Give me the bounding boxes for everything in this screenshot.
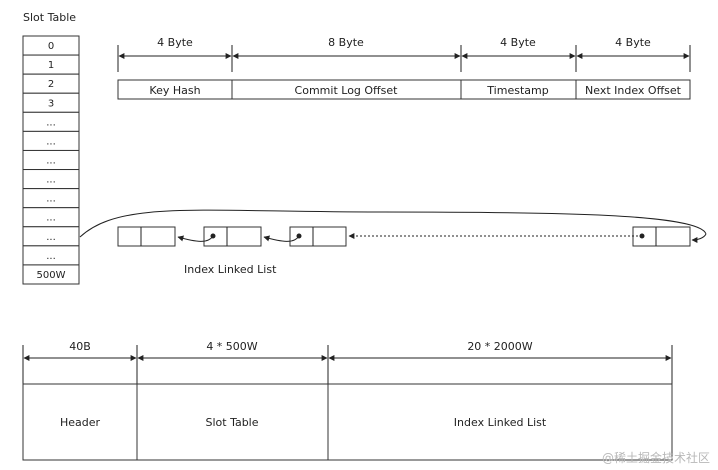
slot-table-cell — [22, 264, 80, 285]
slot-table-cell-label: 1 — [48, 60, 54, 71]
slot-table-cell-label: ... — [46, 232, 56, 243]
slot-table: 0 1 2 3........................ 500W — [22, 35, 80, 285]
slot-table-cell-label: ... — [46, 251, 56, 262]
pointer-arrow — [263, 235, 300, 242]
header-section — [22, 383, 138, 461]
watermark: @稀土掘金技术社区 — [602, 450, 710, 465]
slot-table-cell-label: ... — [46, 117, 56, 128]
linked-list-label: Index Linked List — [184, 263, 277, 276]
index-linked-list-size: 20 * 2000W — [467, 340, 532, 353]
slot-table-section-label: Slot Table — [205, 416, 258, 429]
slot-table-title: Slot Table — [23, 11, 76, 24]
index-linked-list-section — [327, 383, 673, 461]
timestamp-size: 4 Byte — [500, 36, 536, 49]
curve-arrow — [691, 233, 707, 243]
slot-table-cell-label: ... — [46, 156, 56, 167]
slot-table-cell-label: 0 — [48, 41, 54, 52]
slot-table-cell-label: 2 — [48, 79, 54, 90]
list-node — [289, 226, 347, 247]
index-linked-list-section-label: Index Linked List — [454, 416, 547, 429]
slot-table-cell-label: ... — [46, 194, 56, 205]
slot-table-cell-label: ... — [46, 213, 56, 224]
next-index-offset-label: Next Index Offset — [585, 84, 682, 97]
index-entry-dimensions: 4 Byte 8 Byte 4 Byte 4 Byte — [117, 36, 691, 72]
slot-table-section — [136, 383, 329, 461]
slot-table-cell-label: 3 — [48, 98, 54, 109]
slot-table-cell-label: ... — [46, 175, 56, 186]
slot-table-cell-label: 500W — [37, 270, 66, 281]
slot-table-size: 4 * 500W — [206, 340, 257, 353]
file-layout-sections: Header Slot Table Index Linked List — [22, 383, 673, 461]
list-node — [117, 226, 176, 247]
list-node — [203, 226, 262, 247]
next-index-offset-size: 4 Byte — [615, 36, 651, 49]
key-hash-size: 4 Byte — [157, 36, 193, 49]
pointer-arrow — [177, 235, 214, 242]
slot-to-list-curve — [79, 209, 707, 238]
index-entry-fields: Key Hash Commit Log Offset Timestamp Nex… — [117, 79, 691, 100]
header-section-label: Header — [60, 416, 101, 429]
commit-log-offset-size: 8 Byte — [328, 36, 364, 49]
commit-log-offset-label: Commit Log Offset — [295, 84, 399, 97]
timestamp-label: Timestamp — [486, 84, 548, 97]
next-index-offset-cell — [575, 79, 691, 100]
header-size: 40B — [69, 340, 91, 353]
slot-table-cell-label: ... — [46, 136, 56, 147]
key-hash-label: Key Hash — [149, 84, 200, 97]
index-linked-list: Index Linked List — [79, 209, 707, 276]
file-layout-dimensions: 40B 4 * 500W 20 * 2000W — [22, 340, 673, 384]
